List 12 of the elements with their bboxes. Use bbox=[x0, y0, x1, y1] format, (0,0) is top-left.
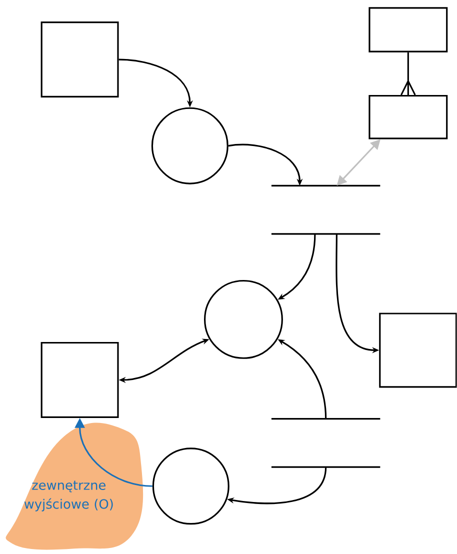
process-box bbox=[368, 7, 448, 52]
arrow bbox=[400, 52, 416, 96]
data-store bbox=[270, 418, 382, 468]
process-box bbox=[379, 312, 457, 388]
annotation-text: zewnętrzne wyjściowe (O) bbox=[24, 480, 113, 512]
process-box bbox=[368, 94, 448, 140]
process-box bbox=[40, 22, 119, 98]
data-store bbox=[270, 184, 382, 235]
process-circle bbox=[204, 280, 284, 359]
process-circle bbox=[152, 448, 230, 525]
process-circle bbox=[152, 107, 229, 184]
process-box bbox=[40, 342, 119, 418]
